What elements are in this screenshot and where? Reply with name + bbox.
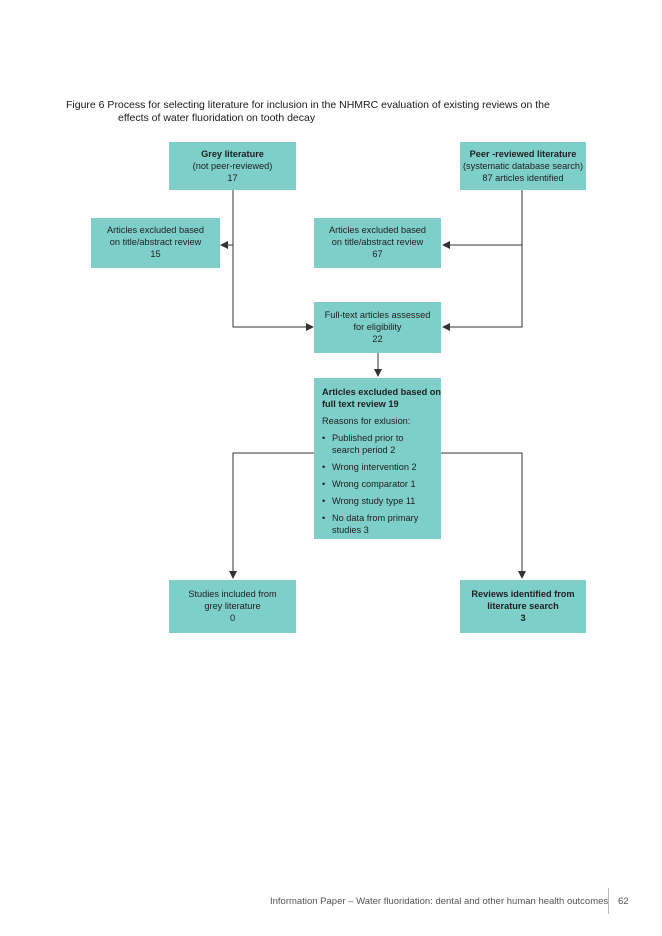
caption-line-1: Figure 6 Process for selecting literatur…	[66, 99, 550, 111]
reason-item: Wrong comparator 1	[322, 478, 441, 490]
fulltext-assessed-box: Full-text articles assessed for eligibil…	[314, 302, 441, 353]
reason-item: Published prior to search period 2	[322, 432, 410, 456]
caption-line-2: effects of water fluoridation on tooth d…	[118, 112, 316, 124]
studies-line1: Studies included from	[188, 589, 277, 599]
connector-to-reviews	[441, 452, 526, 579]
grey-literature-box: Grey literature (not peer-reviewed) 17	[169, 142, 296, 190]
footer-text: Information Paper – Water fluoridation: …	[270, 896, 609, 907]
connector-peer-down	[442, 190, 523, 331]
excluded-grey-box: Articles excluded based on title/abstrac…	[91, 218, 220, 268]
grey-title: Grey literature	[201, 149, 264, 159]
figure-caption: Figure 6 Process for selecting literatur…	[66, 99, 606, 125]
excl-grey-line1: Articles excluded based	[106, 225, 205, 235]
fulltext-count: 22	[372, 334, 383, 344]
reviews-title2: literature search	[487, 601, 559, 611]
excluded-fulltext-box: Articles excluded based on full text rev…	[314, 378, 441, 539]
reasons-list: Published prior to search period 2 Wrong…	[322, 432, 441, 536]
peer-count: 87 articles identified	[482, 173, 564, 183]
fulltext-line2: for eligibility	[353, 322, 402, 332]
excluded-peer-box: Articles excluded based on title/abstrac…	[314, 218, 441, 268]
page-number: 62	[618, 896, 629, 907]
studies-count: 0	[229, 613, 236, 623]
reasons-label: Reasons for exlusion:	[322, 416, 411, 426]
excl-peer-count: 67	[372, 249, 383, 259]
footer-divider	[608, 888, 609, 914]
studies-line2: grey literature	[204, 601, 261, 611]
peer-title: Peer -reviewed literature	[469, 149, 577, 159]
excl-peer-line2: on title/abstract review	[331, 237, 424, 247]
connector-to-studies	[229, 452, 314, 579]
reviews-title1: Reviews identified from	[471, 589, 575, 599]
reviews-identified-box: Reviews identified from literature searc…	[460, 580, 586, 633]
reviews-count: 3	[520, 613, 526, 623]
reason-item: No data from primary studies 3	[322, 512, 424, 536]
grey-subtitle: (not peer-reviewed)	[192, 161, 273, 171]
excl-grey-line2: on title/abstract review	[109, 237, 202, 247]
grey-count: 17	[227, 173, 238, 183]
excl-full-title2: full text review 19	[322, 399, 399, 409]
reason-item: Wrong study type 11	[322, 495, 441, 507]
studies-included-box: Studies included from grey literature 0	[169, 580, 296, 633]
excl-full-title1: Articles excluded based on	[322, 387, 441, 397]
connector-grey-down	[232, 190, 314, 331]
peer-reviewed-box: Peer -reviewed literature (systematic da…	[460, 142, 586, 190]
fulltext-line1: Full-text articles assessed	[324, 310, 431, 320]
peer-subtitle: (systematic database search)	[463, 161, 583, 171]
reason-item: Wrong intervention 2	[322, 461, 441, 473]
excl-grey-count: 15	[150, 249, 161, 259]
excl-peer-line1: Articles excluded based	[328, 225, 427, 235]
